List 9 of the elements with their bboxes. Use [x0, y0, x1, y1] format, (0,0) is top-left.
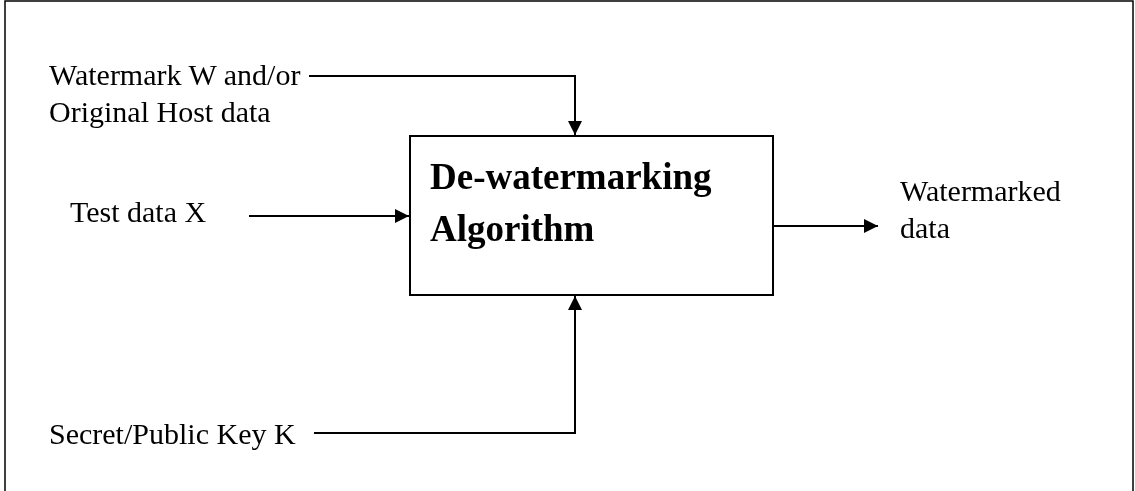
input-label: Test data X: [70, 193, 249, 230]
arrow: [773, 219, 879, 233]
process-box: De-watermarking Algorithm: [409, 135, 774, 296]
arrow: [313, 295, 582, 434]
output-label: Watermarked data: [878, 172, 1068, 246]
arrow: [248, 209, 410, 223]
input-label: Watermark W and/or Original Host data: [49, 56, 309, 130]
arrow: [308, 75, 582, 136]
input-label: Secret/Public Key K: [49, 415, 314, 452]
